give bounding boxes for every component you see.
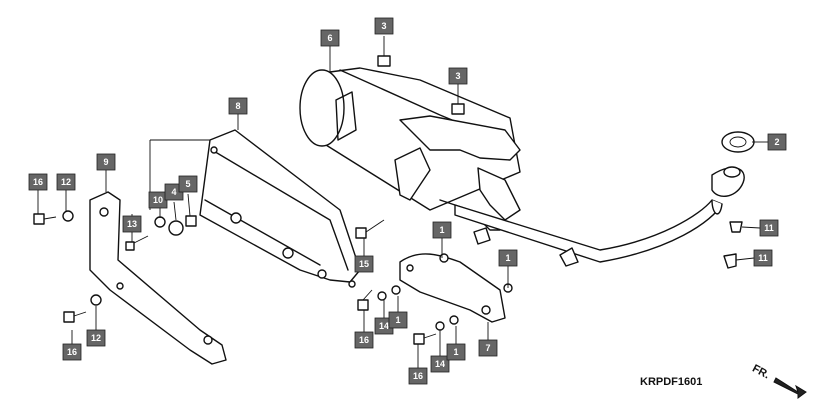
svg-text:15: 15 — [359, 259, 369, 269]
callout-12a: 12 — [56, 173, 76, 191]
svg-text:9: 9 — [103, 157, 108, 167]
callout-1a: 1 — [432, 221, 452, 239]
svg-text:6: 6 — [327, 33, 332, 43]
callout-10: 10 — [148, 191, 168, 209]
callout-1b: 1 — [498, 249, 518, 267]
svg-text:10: 10 — [153, 195, 163, 205]
svg-text:2: 2 — [774, 137, 779, 147]
callout-11b: 11 — [753, 249, 773, 267]
callouts: 16 12 9 13 10 4 5 8 6 3 3 2 1 1 15 11 11… — [28, 17, 787, 385]
svg-text:12: 12 — [61, 177, 71, 187]
svg-text:16: 16 — [413, 371, 423, 381]
svg-text:14: 14 — [379, 321, 389, 331]
callout-5: 5 — [178, 175, 198, 193]
callout-16b: 16 — [62, 343, 82, 361]
callout-14a: 14 — [374, 317, 394, 335]
svg-text:13: 13 — [127, 219, 137, 229]
callout-14b: 14 — [430, 355, 450, 373]
callout-16c: 16 — [354, 331, 374, 349]
callout-12b: 12 — [86, 329, 106, 347]
callout-9: 9 — [96, 153, 116, 171]
svg-text:1: 1 — [453, 347, 458, 357]
svg-text:1: 1 — [439, 225, 444, 235]
callout-7: 7 — [478, 339, 498, 357]
svg-text:3: 3 — [381, 21, 386, 31]
svg-text:5: 5 — [185, 179, 190, 189]
svg-text:12: 12 — [91, 333, 101, 343]
heat-shield-stay — [89, 191, 227, 365]
svg-text:4: 4 — [171, 187, 176, 197]
callout-1c: 1 — [388, 311, 408, 329]
svg-text:16: 16 — [67, 347, 77, 357]
callout-15: 15 — [354, 255, 374, 273]
svg-text:7: 7 — [485, 343, 490, 353]
callout-3a: 3 — [374, 17, 394, 35]
callout-16d: 16 — [408, 367, 428, 385]
callout-11a: 11 — [759, 219, 779, 237]
callout-6: 6 — [320, 29, 340, 47]
svg-text:14: 14 — [435, 359, 445, 369]
heat-protector — [149, 129, 361, 288]
svg-text:11: 11 — [764, 223, 774, 233]
lower-protector — [399, 253, 506, 323]
callout-2: 2 — [767, 133, 787, 151]
callout-3b: 3 — [448, 67, 468, 85]
svg-text:3: 3 — [455, 71, 460, 81]
diagram-code: KRPDF1601 — [640, 376, 703, 388]
exhaust-pipe — [454, 166, 745, 267]
svg-text:8: 8 — [235, 101, 240, 111]
svg-text:1: 1 — [395, 315, 400, 325]
callout-13: 13 — [122, 215, 142, 233]
callout-8: 8 — [228, 97, 248, 115]
svg-text:1: 1 — [505, 253, 510, 263]
front-direction-arrow — [773, 377, 807, 399]
svg-text:16: 16 — [33, 177, 43, 187]
svg-text:16: 16 — [359, 335, 369, 345]
callout-1d: 1 — [446, 343, 466, 361]
callout-16a: 16 — [28, 173, 48, 191]
svg-text:11: 11 — [758, 253, 768, 263]
leader-lines — [37, 36, 768, 368]
